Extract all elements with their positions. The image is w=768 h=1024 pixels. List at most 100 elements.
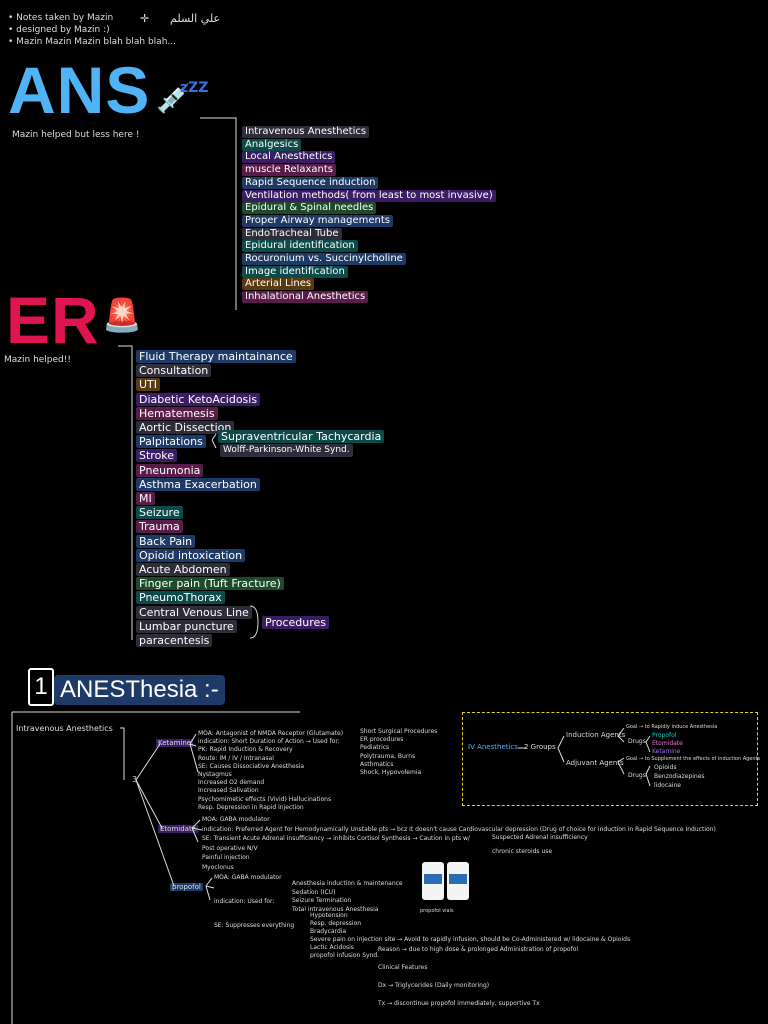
box-drug-ketamine: Ketamine [652,748,681,755]
ans-topic: Image identification [242,265,348,278]
er-topic: UTI [136,378,161,392]
box-induction-drugs-label: Drugs [628,738,646,745]
er-topic: Central Venous Line [136,605,252,619]
etomidate-line: SE: Transient Acute Adrenal insufficienc… [202,835,470,842]
propofol-line: MOA: GABA modulator [214,874,282,881]
box-drug-lidocaine: lidocaine [654,782,681,789]
ans-topic: Rapid Sequence induction [242,176,379,189]
iv-anesthetics-root: Intravenous Anesthetics [16,724,113,733]
ans-topic: Rocuronium vs. Succinylcholine [242,253,406,265]
ketamine-line: MOA: Antagonist of NMDA Receptor (Glutam… [198,730,344,737]
iv-anesthetics-summary-box [462,712,758,806]
ans-topic: EndoTracheal Tube [242,227,342,240]
ketamine-use: Pediatrics [360,744,390,752]
siren-icon: 🚨 [102,296,142,334]
ketamine-use: Asthmatics [360,760,394,768]
propofol-pris-line: Tx → discontinue propofol immediately, s… [378,1000,540,1007]
ans-topic: Epidural identification [242,240,358,253]
header-notes: • Notes taken by Mazin • designed by Maz… [8,12,176,48]
etomidate-line: Painful injection [202,854,250,861]
er-topic: Back Pain [136,534,196,548]
er-topic: Finger pain (Tuft Fracture) [136,577,284,591]
ans-topic: muscle Relaxants [242,164,336,177]
er-title: ER [6,283,100,357]
er-topic: Consultation [136,364,212,378]
propofol-se: Bradycardia [310,928,347,935]
propofol-use: Anesthesia induction & maintenance [292,880,403,887]
box-drug-opioids: Opioids [654,764,677,771]
er-topic: Hematemesis [136,406,218,420]
propofol-pris-line: Reason → due to high dose & prolonged Ad… [378,946,579,953]
box-adjuvant: Adjuvant Agents [566,759,624,767]
propofol-pris-line: Clinical Features [378,964,428,971]
iv-count: 3 [132,775,138,784]
er-topic: Seizure [136,506,183,520]
ans-topic: Analgesics [242,138,302,151]
box-induction: Induction Agents [566,731,626,739]
ketamine-line: PK: Rapid Induction & Recovery [198,746,293,754]
ans-note: Mazin helped but less here ! [12,130,140,140]
er-topic: PneumoThorax [136,591,225,605]
propofol-pris-line: Dx → Triglycerides (Daily monitoring) [378,982,490,989]
er-topic: paracentesis [136,634,213,647]
note-line: • Mazin Mazin Mazin blah blah blah... [8,37,176,47]
section-title: ANESThesia :- [54,675,225,705]
er-topic: Diabetic KetoAcidosis [136,392,261,406]
er-topic: MI [136,492,155,505]
ketamine-use: Short Surgical Procedures [360,728,438,735]
box-root: IV Anesthetics [468,743,518,751]
ketamine-line: Nystagmus [198,771,232,778]
note-line: • designed by Mazin :) [8,25,110,35]
er-topic: Aortic Dissection [136,421,235,434]
procedures-label: Procedures [262,616,329,629]
etomidate-line: Post operative N/V [202,844,258,852]
arabic-text: علي السلم [170,12,221,25]
etomidate-line: Myoclonus [202,863,234,871]
etomidate-label: Etomidate [158,825,198,833]
ans-topic: Proper Airway managements [242,214,393,227]
eto-caution-1: Suspected Adrenal insufficiency [492,834,588,841]
er-topic: Lumbar puncture [136,619,237,633]
propofol-vials-image [420,860,472,906]
sleep-icon: zZZ [180,80,209,96]
box-induction-goal: Goal → to Rapidly induce Anesthesia [626,724,718,730]
ketamine-use: Shock, Hypovolemia [360,769,422,776]
palpitations-sub-wpw: Wolff-Parkinson-White Synd. [220,444,353,457]
propofol-use: Sedation (ICU) [292,888,336,896]
ans-topic: Arterial Lines [242,278,315,291]
etomidate-line: indication: Preferred Agent for Hemodyna… [202,825,716,833]
ans-topic: Intravenous Anesthetics [242,126,370,138]
ketamine-use: ER procedures [360,736,404,744]
propofol-use: Total intravenous Anesthesia [292,905,379,913]
er-note: Mazin helped!! [4,355,71,365]
vials-caption: propofol vials [420,908,454,914]
ketamine-line: Route: IM / IV / Intranasal [198,754,274,762]
propofol-se: Severe pain on injection site → Avoid to… [310,936,631,943]
box-adjuvant-drugs-label: Drugs [628,772,646,779]
etomidate-line: MOA: GABA modulator [202,816,270,823]
er-topic: Stroke [136,449,178,463]
ketamine-line: Resp. Depression in Rapid injection [198,803,304,811]
er-topic: Palpitations [136,435,206,449]
er-topic: Pneumonia [136,463,204,477]
ans-title: ANS [8,53,151,127]
propofol-se: Resp. depression [310,920,362,927]
er-topic: Opioid intoxication [136,548,246,562]
box-drug-benzos: Benzodiazepines [654,773,705,780]
note-line: • Notes taken by Mazin [8,13,114,23]
box-drug-etomidate: Etomidate [652,740,683,747]
er-topic: Acute Abdomen [136,563,230,576]
propofol-se: propofol infusion Synd. [310,952,380,959]
propofol-se: Lactic Acidosis [310,944,354,951]
propofol-use: Seizure Termination [292,897,352,904]
ans-topic: Local Anesthetics [242,151,336,164]
ketamine-line: Psychomimetic effects (Vivid) Hallucinat… [198,795,332,803]
propofol-label: propofol [170,883,203,891]
er-topic: Asthma Exacerbation [136,477,260,491]
ketamine-line: Increased O2 demand [198,779,265,787]
ans-topic: Inhalational Anesthetics [242,291,369,304]
propofol-se: Hypotension [310,912,348,919]
section-number: 1 [28,668,54,706]
propofol-line: indication: Used for: [214,898,275,905]
